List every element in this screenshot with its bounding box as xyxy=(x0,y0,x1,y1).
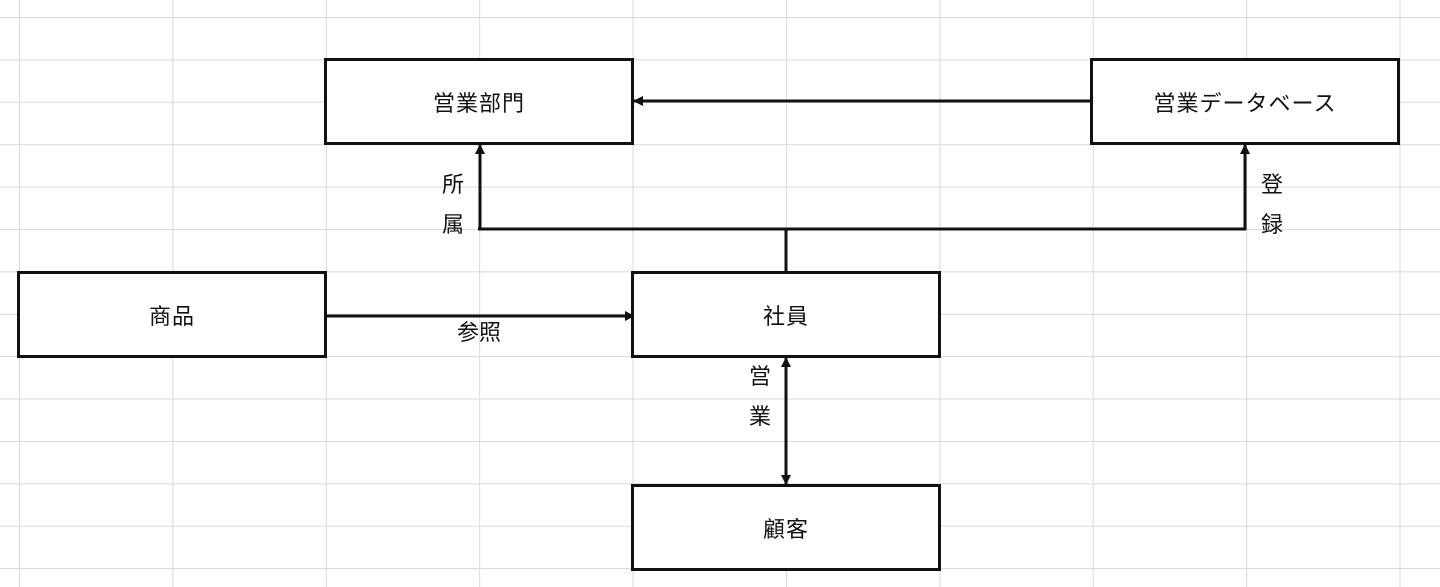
relation-belongs-label: 所 属 xyxy=(440,166,466,246)
entity-customer[interactable]: 顧客 xyxy=(631,484,941,571)
relation-register-label: 登 録 xyxy=(1259,166,1285,246)
entity-sales-dept[interactable]: 営業部門 xyxy=(324,58,634,145)
relation-sales-char-1: 営 xyxy=(748,365,771,390)
entity-sales-dept-label: 営業部門 xyxy=(432,91,525,117)
relation-register-char-1: 登 xyxy=(1260,173,1283,198)
relation-belongs-char-2: 属 xyxy=(441,213,464,238)
entity-employee[interactable]: 社員 xyxy=(631,271,941,358)
entity-customer-label: 顧客 xyxy=(762,517,809,543)
relation-belongs-char-1: 所 xyxy=(441,173,464,198)
relation-sales-label: 営 業 xyxy=(747,358,773,438)
relation-sales-char-2: 業 xyxy=(748,405,771,430)
relation-reference-label: 参照 xyxy=(457,321,502,346)
entity-sales-db-label: 営業データベース xyxy=(1153,91,1337,117)
relation-register-char-2: 録 xyxy=(1260,213,1283,238)
entity-product-label: 商品 xyxy=(148,304,195,330)
entity-employee-label: 社員 xyxy=(762,304,809,330)
entity-sales-db[interactable]: 営業データベース xyxy=(1090,58,1400,145)
entity-product[interactable]: 商品 xyxy=(17,271,327,358)
